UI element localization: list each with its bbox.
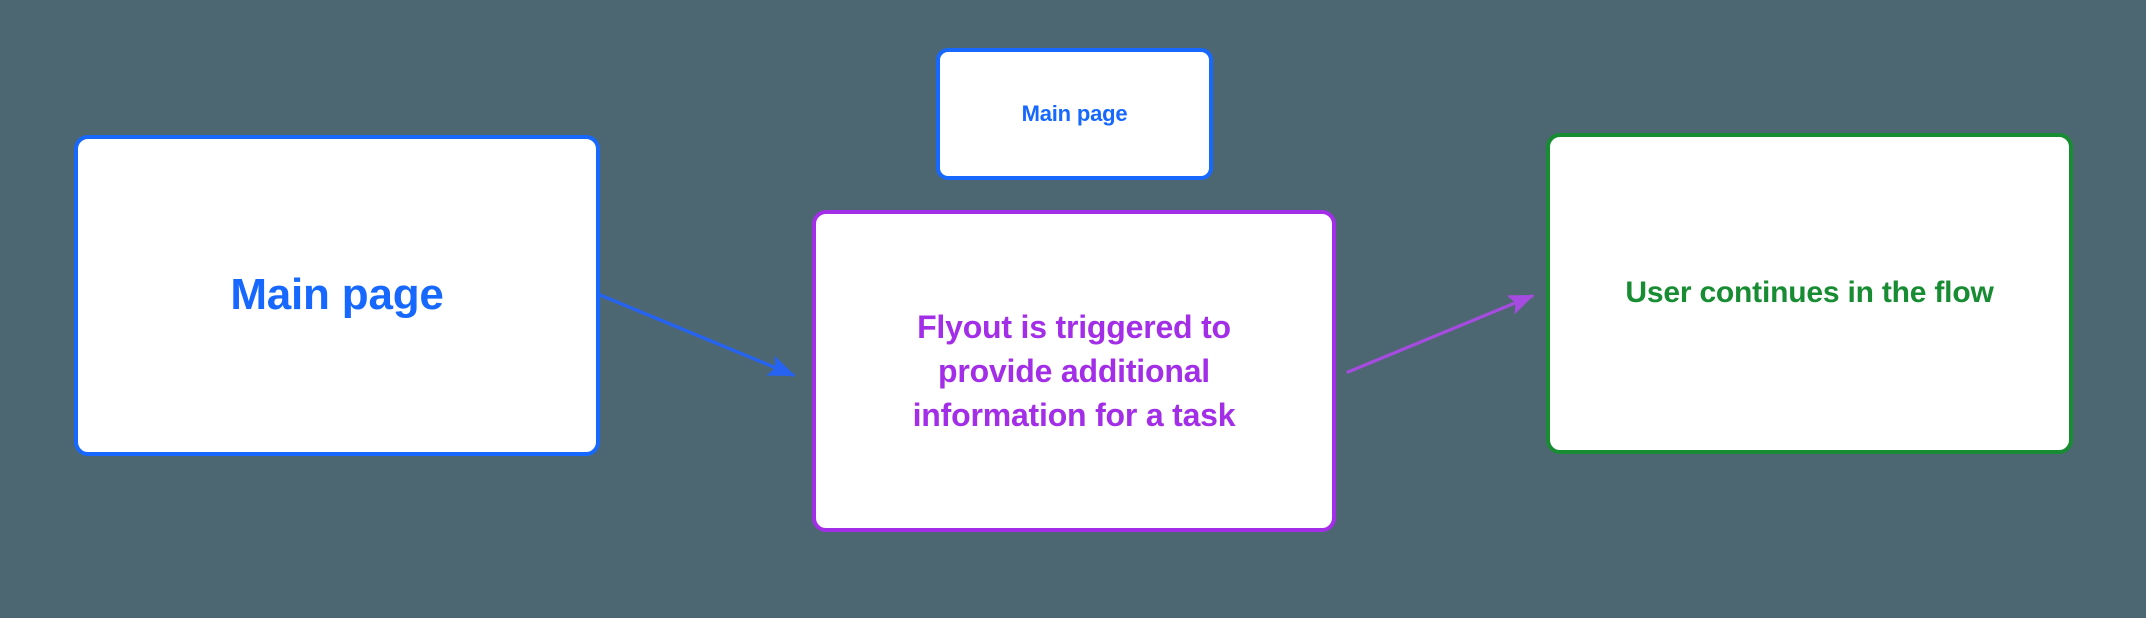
node-user-continues-label: User continues in the flow — [1625, 276, 1994, 310]
node-main-page-left[interactable]: Main page — [74, 135, 600, 456]
node-main-page-top[interactable]: Main page — [936, 48, 1213, 180]
node-flyout[interactable]: Flyout is triggered to provide additiona… — [812, 210, 1336, 532]
node-flyout-label: Flyout is triggered to provide additiona… — [912, 308, 1236, 434]
connector-flyout-to-user-continues — [1346, 294, 1535, 374]
node-user-continues[interactable]: User continues in the flow — [1546, 133, 2073, 454]
connector-main-page-to-flyout — [598, 293, 796, 377]
node-main-page-left-label: Main page — [230, 270, 444, 320]
node-main-page-top-label: Main page — [1021, 100, 1128, 126]
